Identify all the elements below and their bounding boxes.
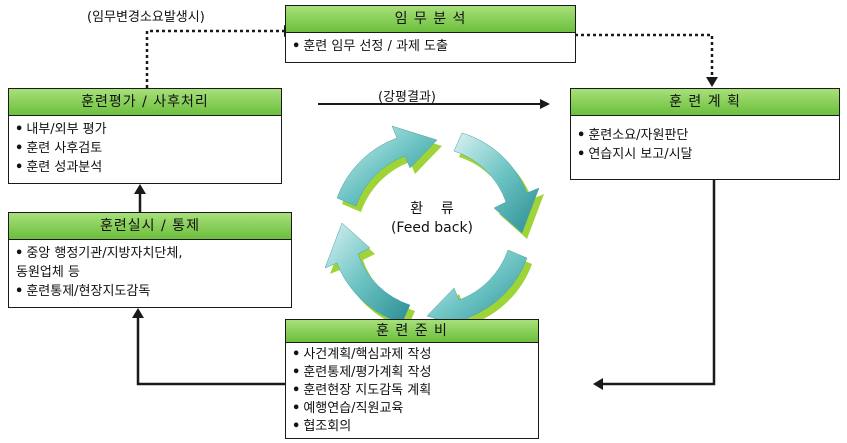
list-item: •훈련 사후검토 <box>15 141 103 156</box>
list-item: •훈련현장 지도감독 계획 <box>292 383 432 398</box>
evaluation-box: 훈련평가 / 사후처리 •내부/외부 평가 •훈련 사후검토 •훈련 성과분석 <box>8 88 282 184</box>
plan-box-list: •훈련소요/자원판단 •연습지시 보고/시달 <box>571 116 839 166</box>
plan-box: 훈 련 계 획 •훈련소요/자원판단 •연습지시 보고/시달 <box>570 88 840 180</box>
list-item: •예행연습/직원교육 <box>292 401 404 416</box>
list-item: •협조회의 <box>292 419 352 434</box>
analysis-box: 임 무 분 석 •훈련 임무 선정 / 과제 도출 <box>285 5 576 63</box>
lecture-result-note: (강평결과) <box>378 90 436 105</box>
list-item: •내부/외부 평가 <box>15 122 107 137</box>
feedback-label-line2: (Feed back) <box>390 220 474 236</box>
connector-plan-to-prep <box>601 180 716 386</box>
list-item: •훈련 성과분석 <box>15 160 103 175</box>
list-item: •사건계획/핵심과제 작성 <box>292 347 432 362</box>
connector-prep-to-exec <box>136 316 285 386</box>
execution-box-list: •중앙 행정기관/지방자치단체, 동원업체 등 •훈련통제/현장지도감독 <box>9 240 291 303</box>
dotted-connector-analysis-to-plan <box>575 33 714 78</box>
plan-box-title: 훈 련 계 획 <box>571 89 839 116</box>
dotted-connector-eval-to-analysis <box>145 29 284 88</box>
feedback-label: 환 류 (Feed back) <box>362 198 502 236</box>
feedback-label-line1: 환 류 <box>410 201 454 217</box>
dotted-arrowhead-plan <box>706 77 718 87</box>
evaluation-box-title: 훈련평가 / 사후처리 <box>9 89 281 116</box>
list-item: •훈련 임무 선정 / 과제 도출 <box>292 39 448 54</box>
analysis-box-title: 임 무 분 석 <box>286 6 575 33</box>
preparation-box-list: •사건계획/핵심과제 작성 •훈련통제/평가계획 작성 •훈련현장 지도감독 계… <box>286 343 538 438</box>
preparation-box: 훈 련 준 비 •사건계획/핵심과제 작성 •훈련통제/평가계획 작성 •훈련현… <box>285 319 539 439</box>
preparation-box-title: 훈 련 준 비 <box>286 320 538 343</box>
list-item: •훈련통제/현장지도감독 <box>15 284 151 299</box>
cycle-arrow-3 <box>426 249 528 331</box>
execution-box-title: 훈련실시 / 통제 <box>9 213 291 240</box>
cycle-arrow-4 <box>324 222 411 324</box>
feedback-cycle <box>324 125 544 336</box>
list-item: •연습지시 보고/시달 <box>577 147 693 162</box>
list-item: 동원업체 등 <box>16 265 80 280</box>
cycle-arrow-1 <box>336 125 438 207</box>
execution-box: 훈련실시 / 통제 •중앙 행정기관/지방자치단체, 동원업체 등 •훈련통제/… <box>8 212 292 308</box>
evaluation-box-list: •내부/외부 평가 •훈련 사후검토 •훈련 성과분석 <box>9 116 281 179</box>
cycle-arrow-2 <box>453 132 540 234</box>
list-item: •훈련통제/평가계획 작성 <box>292 365 432 380</box>
change-trigger-note: (임무변경소요발생시) <box>87 10 205 25</box>
analysis-box-list: •훈련 임무 선정 / 과제 도출 <box>286 33 575 58</box>
list-item: •훈련소요/자원판단 <box>577 128 689 143</box>
list-item: •중앙 행정기관/지방자치단체, <box>15 246 183 261</box>
